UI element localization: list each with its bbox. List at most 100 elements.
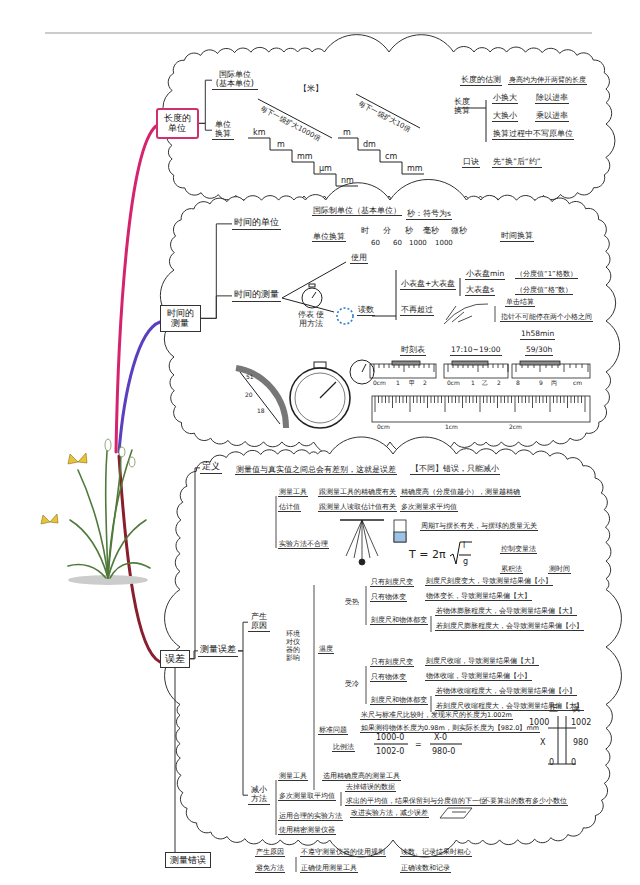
branch-node: 测量错误	[165, 852, 211, 868]
node-text: 定义	[202, 462, 220, 472]
node-text: 测量误差	[200, 645, 236, 655]
branch-node: 时间的测量	[160, 305, 201, 332]
branch-text: 不再超过	[400, 306, 434, 316]
branch-text: 丙	[550, 380, 558, 387]
branch-text: T = 2π	[408, 549, 447, 562]
branch-text: 小表盘+大表盘	[400, 280, 456, 290]
branch-text: 大表盘s	[465, 286, 495, 296]
branch-node: 长度的单位	[156, 108, 199, 139]
branch-text: 长度换算	[452, 98, 471, 115]
branch-text: 乙	[481, 380, 489, 387]
branch-text: 若刻度尺膨胀程度大，会导致测量结果偏【小】	[435, 623, 584, 631]
branch-text: 若物体收缩程度大，会导致测量结果偏【小】	[435, 688, 577, 696]
branch-text: 分	[382, 226, 392, 235]
branch-text: 长度的估测	[460, 76, 502, 86]
branch-text: 刻度尺和物体都变	[370, 696, 428, 705]
dial-sketch	[444, 304, 495, 324]
branch-text: 8	[515, 380, 521, 387]
branch-text: 累积法	[500, 565, 523, 574]
node-text: 测量错误	[170, 855, 206, 865]
branch-connector	[201, 224, 232, 318]
branch-connector	[238, 622, 248, 651]
branch-text: 单位换算	[312, 232, 346, 242]
branch-text: 运用合理的实验方法	[278, 812, 343, 821]
cloud-outline	[160, 179, 619, 462]
node-text: 产生原因	[250, 612, 268, 630]
branch-text: 除以进率	[535, 94, 569, 104]
branch-text: 若刻度尺收缩程度大，会导致测量结果偏【大】	[435, 703, 584, 711]
branch-text: 20	[244, 392, 254, 399]
branch-text: 1000	[408, 239, 428, 247]
branch-text: 求出的平均值，结果保留到与分度值的下一位	[345, 798, 487, 806]
branch-text: 测时间	[548, 565, 571, 574]
branch-text: 不要算出的数有多少小数位	[482, 798, 568, 806]
bracket-lines	[276, 496, 431, 872]
branch-text: 0cm	[376, 424, 391, 431]
stopwatch-drawing	[236, 360, 374, 428]
branch-text: 跟测量人读取估计值有关	[318, 503, 397, 512]
branch-text: 1000-0	[375, 733, 405, 742]
branch-text: 跟测量工具的精确度有关	[318, 488, 397, 497]
branch-text: 1	[470, 380, 476, 387]
branch-text: 选用精确度高的测量工具	[322, 772, 401, 781]
branch-text: 18	[256, 408, 266, 415]
node-text: 时间的测量	[165, 308, 196, 329]
plant-illustration	[41, 439, 150, 585]
branch-text: 9	[538, 380, 544, 387]
branch-text: 若物体膨胀程度大，会导致测量结果偏【大】	[435, 608, 577, 616]
branch-text: =	[414, 740, 423, 749]
branch-text: 正确使用测量工具	[300, 864, 358, 873]
unit-staircase	[248, 94, 486, 186]
branch-text: 正确读数和记录	[400, 864, 451, 873]
branch-text: 甲	[408, 380, 416, 387]
branch-connector	[190, 651, 198, 659]
branch-text: 【米】	[298, 84, 324, 93]
branch-text: 时	[360, 226, 370, 235]
branch-text: 秒	[404, 226, 414, 235]
branch-text: 换算过程中不写原单位	[492, 130, 574, 140]
branch-text: 身高约为伸开两臂的长度	[508, 76, 587, 85]
branch-text: 只有物体变	[370, 673, 407, 682]
branch-text: 59/30h	[525, 346, 553, 356]
branch-connector	[190, 468, 200, 659]
branch-text: 51	[245, 374, 255, 381]
branch-node: 测量误差	[198, 645, 238, 657]
branch-text: 国际制单位（基本单位）	[312, 206, 402, 216]
branch-text: 0	[548, 758, 555, 767]
branch-text: 时刻表	[400, 346, 426, 356]
branch-text: 60	[370, 239, 381, 247]
branch-text: 估计值	[278, 503, 301, 512]
branch-node: 减小方法	[248, 785, 270, 805]
branch-text: cm	[572, 380, 583, 387]
branch-text: 指针不可能停在两个小格之间	[500, 314, 593, 322]
branch-text: （分度值“格”数）	[515, 286, 573, 295]
branch-text: 2	[422, 380, 428, 387]
branch-node: 单位换算	[212, 120, 234, 140]
branch-text: 周期T与摆长有关，与摆球的质量无关	[420, 523, 538, 531]
node-text: 减小方法	[250, 785, 268, 803]
branch-text: 标准问题	[318, 726, 348, 735]
branch-text: 1	[395, 380, 401, 387]
branch-connector	[199, 80, 212, 123]
branch-text: 多次测量取平均值	[278, 792, 336, 801]
branch-text: 【不同】错误，只能减小	[410, 465, 500, 475]
branch-text: 刻度尺收缩，导致测量结果偏【大】	[425, 658, 539, 666]
branch-node: 国际单位 (基本单位)	[212, 70, 258, 90]
branch-text: 2	[496, 380, 502, 387]
branch-text: X	[539, 738, 546, 747]
branch-text: 0cm	[372, 380, 387, 387]
branch-text: （分度值“1”格数）	[515, 270, 578, 279]
branch-text: 物体收缩，导致测量结果偏【小】	[425, 673, 532, 681]
branch-connector	[199, 123, 212, 130]
branch-text: 大换小	[492, 112, 518, 122]
branch-node: 时间的测量	[232, 290, 281, 302]
branch-text: 0cm	[446, 380, 461, 387]
branch-connector	[175, 668, 176, 853]
branch-text: 毫秒	[422, 226, 440, 235]
branch-text: 比例法	[332, 743, 355, 752]
incline-sketch	[440, 808, 472, 818]
branch-text: 小换大	[492, 94, 518, 104]
branch-text: mm	[406, 164, 424, 173]
branch-text: 测量值与真实值之间总会有差别，这就是误差	[235, 465, 397, 475]
branch-text: 改进实验方法，减少误差	[350, 810, 429, 818]
